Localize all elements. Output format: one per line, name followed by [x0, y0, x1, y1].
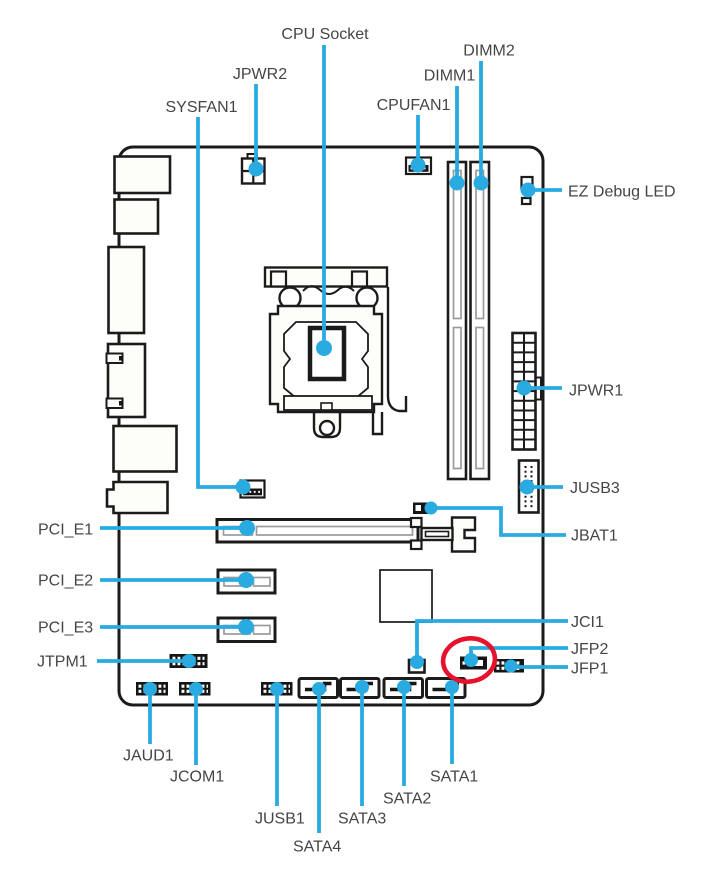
io-port-5: [112, 424, 178, 473]
callout-lines: [97, 45, 568, 833]
callout-dot-jci1: [410, 655, 424, 669]
label-ez-debug-led: EZ Debug LED: [568, 184, 676, 201]
callout-dot-jcom1: [189, 682, 203, 696]
callout-line-jbat1: [437, 506, 566, 537]
callout-dot-sata2: [397, 680, 411, 694]
io-port-4: [105, 342, 147, 419]
callout-dot-jpwr1: [516, 380, 532, 396]
label-jusb1: JUSB1: [255, 811, 305, 828]
callout-dot-pci-e2: [238, 572, 254, 588]
callout-dot-sata1: [445, 680, 459, 694]
callout-dot-jaud1: [143, 682, 157, 696]
pci-e1-latch: [409, 516, 477, 553]
callout-dot-sysfan1: [235, 479, 251, 495]
label-dimm1: DIMM1: [424, 68, 476, 85]
chipset: [379, 569, 433, 623]
label-pci-e3: PCI_E3: [38, 620, 93, 637]
label-jci1: JCI1: [571, 614, 604, 631]
callout-line-jci1: [415, 619, 568, 656]
label-pci-e1: PCI_E1: [38, 522, 93, 539]
callout-dot-pci-e3: [238, 619, 254, 635]
callout-dot-jusb1: [270, 682, 284, 696]
callout-dot-cpu-socket: [316, 340, 332, 356]
callout-dot-sata4: [312, 682, 326, 696]
label-jaud1: JAUD1: [123, 748, 174, 765]
label-cpu-socket: CPU Socket: [281, 26, 369, 43]
callout-line-sysfan1: [196, 117, 236, 489]
jfp2-highlight-ellipse: [440, 636, 498, 684]
rear-io-ports: [105, 155, 178, 515]
label-sysfan1: SYSFAN1: [165, 99, 237, 116]
labels: CPU Socket JPWR2 SYSFAN1 CPUFAN1 DIMM1 D…: [37, 26, 676, 856]
socket-lever: [386, 287, 408, 413]
callout-dot-jpwr2: [248, 161, 264, 177]
label-jpwr2: JPWR2: [233, 66, 287, 83]
label-sata3: SATA3: [338, 811, 386, 828]
callout-dot-jtpm1: [182, 654, 196, 668]
label-dimm2: DIMM2: [463, 43, 515, 60]
label-jusb3: JUSB3: [570, 480, 620, 497]
label-sata1: SATA1: [430, 769, 478, 786]
label-jcom1: JCOM1: [170, 769, 224, 786]
io-port-3: [107, 245, 146, 335]
label-jtpm1: JTPM1: [37, 654, 88, 671]
label-jbat1: JBAT1: [571, 528, 618, 545]
cpu-socket: [263, 266, 408, 439]
callout-dot-sata3: [355, 680, 369, 694]
callout-dot-cpufan1: [410, 157, 426, 173]
label-jfp2: JFP2: [571, 641, 608, 658]
label-sata4: SATA4: [293, 839, 341, 856]
jbat1-connector: [413, 502, 430, 514]
callout-dot-jbat1: [424, 501, 438, 515]
io-port-6: [105, 480, 169, 515]
callout-dot-pci-e1: [239, 520, 255, 536]
callout-dot-jusb3: [519, 479, 535, 495]
io-port-2: [113, 198, 160, 235]
callout-dot-dimm1: [449, 175, 465, 191]
label-jpwr1: JPWR1: [569, 383, 623, 400]
callout-dot-jfp1: [504, 659, 518, 673]
dimm1-slot: [446, 160, 468, 481]
io-port-1: [113, 155, 172, 195]
label-pci-e2: PCI_E2: [38, 573, 93, 590]
callout-line-jfp2: [469, 646, 568, 654]
callout-dot-ez-debug-led: [520, 182, 536, 198]
label-jfp1: JFP1: [571, 661, 608, 678]
callout-dot-dimm2: [473, 175, 489, 191]
callout-dot-jfp2: [464, 653, 478, 667]
label-sata2: SATA2: [383, 791, 431, 808]
dimm2-slot: [469, 160, 491, 481]
pci-e1-slot: [215, 518, 420, 544]
label-cpufan1: CPUFAN1: [377, 97, 451, 114]
